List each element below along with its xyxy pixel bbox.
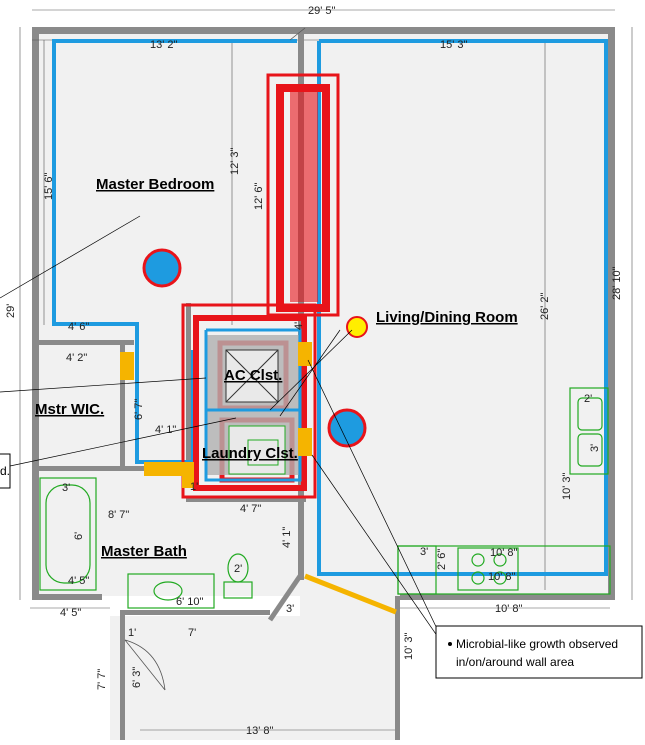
dim-lower-width: 13' 8" [246, 725, 274, 737]
leader-lines [0, 215, 441, 641]
lower-floor-fill [110, 596, 400, 740]
dim-bath-lower: 4' 5" [60, 607, 81, 619]
orange-markers [120, 342, 312, 488]
dim-kitchen-len2: 10' 8" [488, 571, 516, 583]
dim-hall-4-1: 4' 1" [155, 424, 176, 436]
dim-tub-width: 3' [62, 482, 70, 494]
reference-marker-yellow [346, 316, 368, 338]
dim-overall-width: 29' 5" [308, 5, 336, 17]
dim-living-width: 15' 3" [440, 39, 468, 51]
red-wall-fill [290, 92, 318, 302]
dim-tub-length: 6' [73, 532, 85, 540]
dim-1b: 1' [128, 627, 136, 639]
dim-entry-width: 10' 8" [495, 603, 523, 615]
dim-hall-height: 12' 3" [229, 147, 241, 175]
legend-partial-label: d. [0, 464, 10, 478]
bath-fixtures [39, 477, 253, 609]
angled-wall [267, 574, 303, 622]
dim-laundry-width: 4' 7" [240, 503, 261, 515]
dim-toilet: 2' [234, 563, 242, 575]
dim-tub-end: 4' 5" [68, 575, 89, 587]
legend-box-note [435, 625, 643, 679]
orange-wall-marker [304, 573, 397, 615]
dim-4-6: 4' 6" [68, 321, 89, 333]
kitchen-fixtures [397, 387, 611, 595]
dim-bath-width: 8' 7" [108, 509, 129, 521]
dim-kitchen-depth: 2' 6" [436, 549, 448, 570]
room-label-master-bedroom: Master Bedroom [96, 176, 214, 193]
dim-kitchen-w: 3' [420, 546, 428, 558]
dim-kitchen-len: 10' 8" [490, 547, 518, 559]
room-label-master-bath: Master Bath [101, 543, 187, 560]
dim-corridor: 3' [286, 603, 294, 615]
door-swings [124, 27, 306, 691]
room-label-master-wic: Mstr WIC. [35, 401, 104, 418]
dim-4: 4' [293, 322, 305, 330]
legend-note-line1: Microbial-like growth observed [456, 637, 618, 651]
dim-wic-height: 6' 7" [133, 399, 145, 420]
dim-bedroom-width: 13' 2" [150, 39, 178, 51]
moisture-marker-bedroom [142, 248, 182, 288]
laundry-unit [228, 425, 286, 475]
moisture-marker-living [327, 408, 367, 448]
legend-note-line2: in/on/around wall area [456, 655, 574, 669]
dim-bedroom-height: 15' 6" [43, 172, 55, 200]
room-label-laundry-closet: Laundry Clst. [202, 445, 298, 462]
dim-right-height: 28' 10" [611, 266, 623, 300]
legend-bullet-icon [448, 642, 452, 646]
dim-1: 1' [190, 481, 198, 493]
dim-closet-run: 12' 6" [253, 182, 265, 210]
dim-lower-7: 7' [188, 627, 196, 639]
room-label-ac-closet: AC Clst. [224, 367, 282, 384]
dim-lower-side: 7' 7" [96, 669, 108, 690]
dim-living-height: 26' 2" [539, 292, 551, 320]
dim-left-height: 29' [5, 304, 17, 318]
ac-unit [225, 349, 279, 403]
room-label-living-dining: Living/Dining Room [376, 309, 518, 326]
dim-entry-height: 10' 3" [403, 632, 415, 660]
dim-lower-inner: 6' 3" [131, 667, 143, 688]
dim-kitchen-side: 10' 3" [561, 472, 573, 500]
dim-bath-height: 4' 1" [281, 527, 293, 548]
dim-vanity: 6' 10" [176, 596, 204, 608]
legend-box-partial [0, 453, 11, 489]
dim-kitchen-right: 2' [584, 393, 592, 405]
dim-wic-width: 4' 2" [66, 352, 87, 364]
dim-sink: 3' [589, 444, 601, 452]
